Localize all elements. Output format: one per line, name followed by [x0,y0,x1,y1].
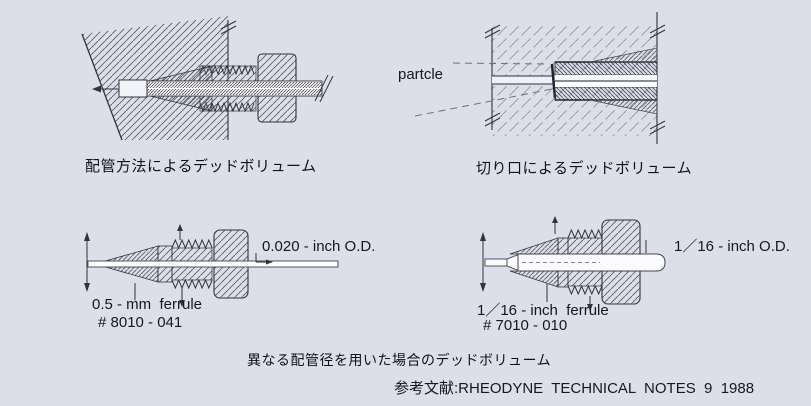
od-label-small: 0.020 - inch O.D. [262,238,376,255]
od-label-large: 1／16 - inch O.D. [674,238,790,255]
cut-edge-diagram [395,6,675,156]
particle-label: partcle [398,66,444,83]
reference-citation: 参考文献:RHEODYNE TECHNICAL NOTES 9 1988 [394,380,755,397]
large-od-fitting-diagram [450,212,760,312]
caption-piping-method: 配管方法によるデッドボリューム [85,158,317,175]
piping-method-diagram [70,6,335,156]
caption-cut-edge: 切り口によるデッドボリューム [476,160,693,177]
ferrule-label-large: 1／16 - inch ferrule [477,302,609,319]
caption-different-tubing: 異なる配管径を用いた場合のデッドボリューム [247,352,552,368]
part-number-small: # 8010 - 041 [98,314,183,331]
small-od-fitting-diagram [60,220,360,312]
ferrule-label-small: 0.5 - mm ferrule [92,296,203,313]
part-number-large: # 7010 - 010 [483,317,568,334]
